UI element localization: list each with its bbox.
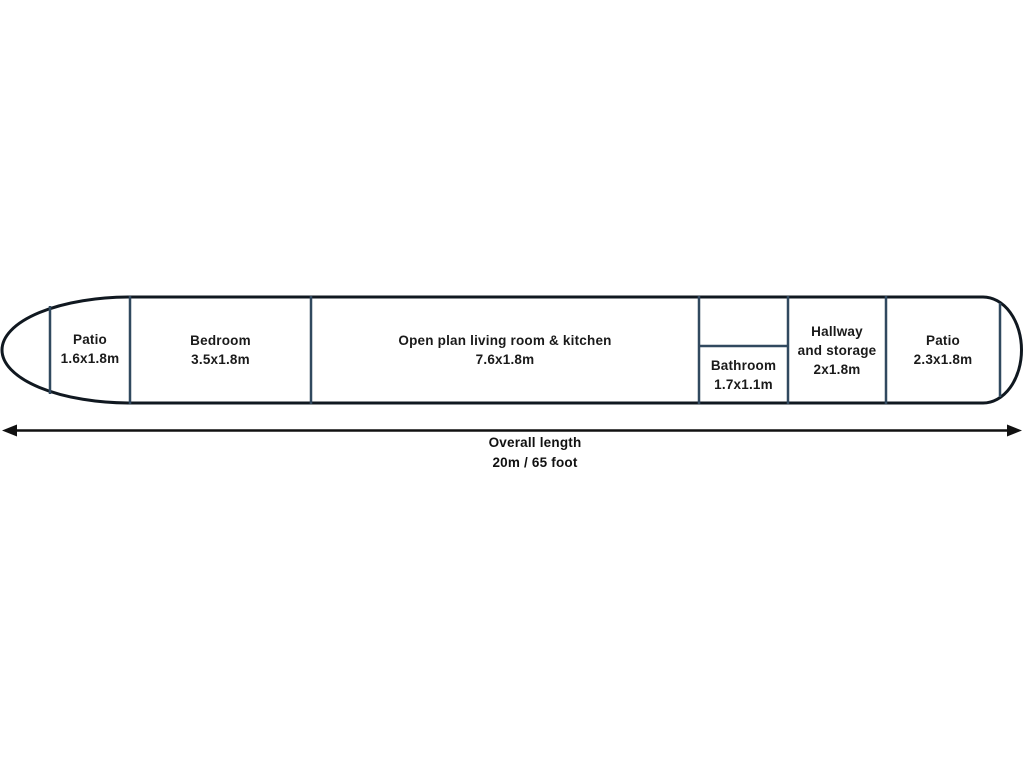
arrowhead-right [1007,424,1022,437]
room-label-patio-bow: Patio 1.6x1.8m [50,330,130,368]
hull-outline [0,295,1023,405]
room-label-living-room-kitchen: Open plan living room & kitchen 7.6x1.8m [311,331,699,369]
room-dims: 3.5x1.8m [191,352,250,367]
room-name: Bathroom [710,358,777,373]
room-dims: 1.6x1.8m [60,351,120,366]
room-name: Bedroom [190,333,251,348]
room-name: Patio [925,333,960,348]
room-dims: 2.3x1.8m [913,352,973,367]
overall-length-label: Overall length [488,435,582,450]
room-label-hallway-storage: Hallway and storage 2x1.8m [788,322,886,379]
room-label-bedroom: Bedroom 3.5x1.8m [130,331,311,369]
room-dims: 1.7x1.1m [714,377,773,392]
overall-length-value: 20m / 65 foot [492,455,578,470]
room-label-patio-stern: Patio 2.3x1.8m [886,331,1000,369]
arrowhead-left [2,424,17,437]
room-name: Open plan living room & kitchen [398,333,612,348]
room-dims: 7.6x1.8m [475,352,535,367]
room-name-2: and storage [797,343,877,358]
room-name: Hallway [811,324,863,339]
overall-length-caption: Overall length 20m / 65 foot [335,433,735,473]
room-dims: 2x1.8m [813,362,861,377]
room-label-bathroom: Bathroom 1.7x1.1m [699,356,788,394]
room-name: Patio [72,332,107,347]
